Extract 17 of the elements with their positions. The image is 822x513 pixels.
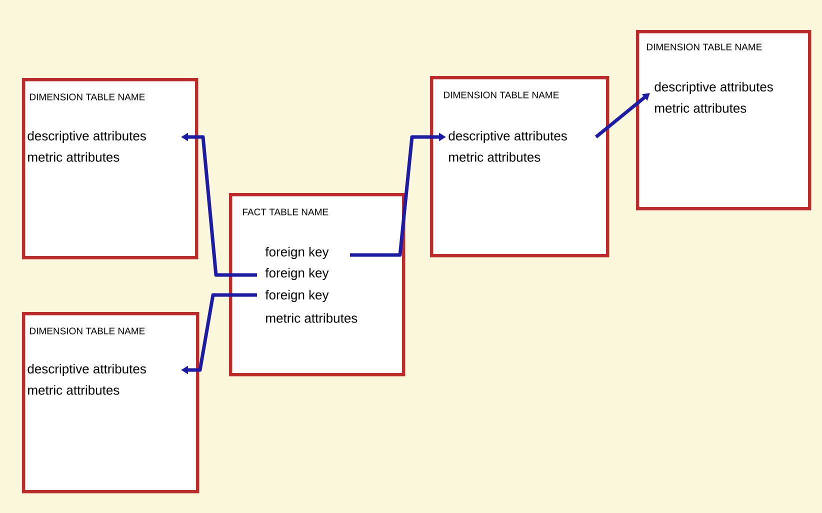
attribute-text: descriptive attributes — [654, 82, 773, 94]
attribute-text: metric attributes — [655, 103, 746, 113]
table-heading: DIMENSION TABLE NAME — [30, 328, 145, 334]
attribute-text: metric attributes — [449, 152, 540, 162]
attribute-text: descriptive attributes — [28, 130, 146, 144]
attribute-text: metric attributes — [28, 152, 120, 162]
attribute-text: metric attributes — [266, 313, 358, 323]
attribute-text: foreign key — [265, 246, 329, 260]
table-heading: FACT TABLE NAME — [243, 208, 328, 216]
table-heading: DIMENSION TABLE NAME — [646, 44, 762, 50]
attribute-text: descriptive attributes — [28, 364, 146, 376]
table-heading: DIMENSION TABLE NAME — [444, 92, 559, 98]
table-heading: DIMENSION TABLE NAME — [30, 94, 145, 100]
attribute-text: foreign key — [265, 290, 329, 302]
attribute-text: foreign key — [265, 268, 329, 280]
attribute-text: descriptive attributes — [448, 130, 567, 144]
attribute-text: metric attributes — [28, 385, 120, 395]
